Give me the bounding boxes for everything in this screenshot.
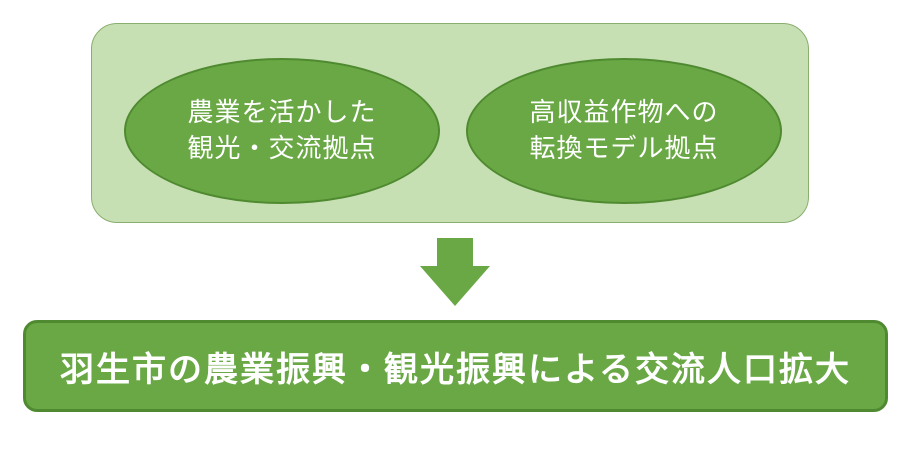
result-banner-text: 羽生市の農業振興・観光振興による交流人口拡大 <box>60 349 851 390</box>
node-agri-tourism-hub-line-2: 観光・交流拠点 <box>187 134 377 164</box>
node-high-value-crop-hub: 高収益作物への 転換モデル拠点 <box>466 58 782 204</box>
node-high-value-crop-hub-line-1: 高収益作物への <box>529 98 719 128</box>
arrow-down-icon-shape <box>420 238 490 306</box>
node-high-value-crop-hub-line-2: 転換モデル拠点 <box>529 134 719 164</box>
arrow-down-icon <box>420 238 490 306</box>
node-agri-tourism-hub: 農業を活かした 観光・交流拠点 <box>124 58 440 204</box>
result-banner: 羽生市の農業振興・観光振興による交流人口拡大 <box>23 320 888 412</box>
node-agri-tourism-hub-line-1: 農業を活かした <box>187 98 377 128</box>
